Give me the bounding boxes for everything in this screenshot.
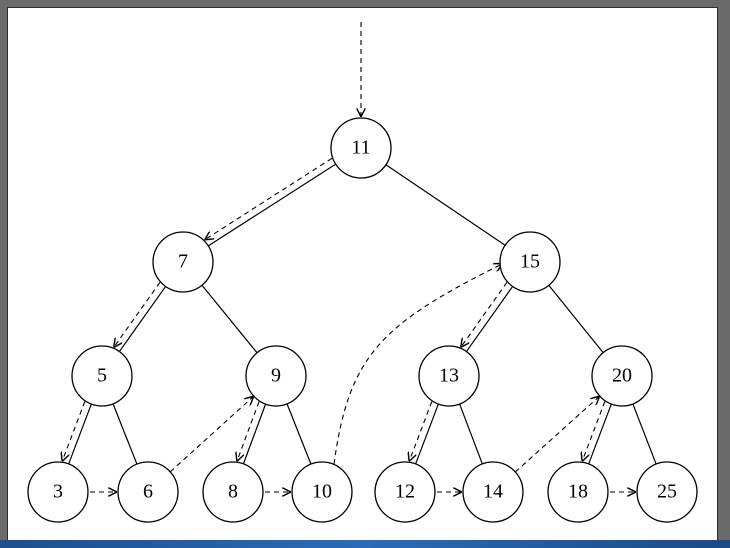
node-circle (636, 461, 698, 523)
traversal-arrow-n11-n7 (205, 157, 333, 239)
traversal-arrow-n15-n13 (461, 282, 508, 346)
tree-edge-n11-n15 (385, 164, 506, 246)
node-label: 11 (351, 137, 370, 159)
node-circle (71, 345, 133, 407)
node-circle (330, 117, 392, 179)
tree-node-25: 25 (636, 461, 698, 523)
node-label: 7 (178, 251, 188, 273)
tree-edge-n11-n7 (207, 163, 337, 247)
node-circle (245, 345, 307, 407)
node-circle (499, 231, 561, 293)
node-label: 14 (483, 481, 503, 503)
node-label: 10 (312, 481, 332, 503)
tree-node-7: 7 (152, 231, 214, 293)
tree-node-8: 8 (202, 461, 264, 523)
tree-node-13: 13 (418, 345, 480, 407)
node-label: 25 (657, 481, 677, 503)
tree-node-12: 12 (374, 461, 436, 523)
node-label: 9 (271, 365, 281, 387)
tree-edge-n20-n25 (632, 403, 657, 465)
node-circle (152, 231, 214, 293)
tree-node-5: 5 (71, 345, 133, 407)
tree-edge-n13-n12 (415, 403, 439, 465)
tree-edges (68, 163, 657, 465)
node-label: 18 (568, 481, 588, 503)
node-circle (547, 461, 609, 523)
traversal-arrow-n6-n9 (169, 397, 253, 473)
node-label: 3 (53, 481, 63, 503)
traversal-arrow-n9-n8 (237, 401, 260, 461)
tree-node-14: 14 (462, 461, 524, 523)
traversal-arrow-n5-n3 (62, 401, 86, 461)
tree-node-3: 3 (27, 461, 89, 523)
diagram-canvas (7, 7, 718, 542)
tree-edge-n7-n5 (118, 286, 167, 352)
tree-edge-n5-n6 (112, 403, 138, 465)
tree-edge-n9-n10 (286, 403, 312, 465)
node-circle (418, 345, 480, 407)
tree-node-10: 10 (291, 461, 353, 523)
node-circle (117, 461, 179, 523)
traversal-arrow-n10-n15 (333, 264, 502, 465)
node-circle (374, 461, 436, 523)
tree-nodes: 11 7 15 5 9 13 20 3 6 8 10 12 14 18 25 (27, 117, 698, 523)
traversal-arrow-n13-n12 (409, 401, 433, 461)
tree-edge-n20-n18 (588, 403, 612, 465)
node-label: 13 (439, 365, 459, 387)
node-circle (291, 461, 353, 523)
node-label: 15 (520, 251, 540, 273)
tree-node-15: 15 (499, 231, 561, 293)
traversal-arrow-n7-n5 (114, 282, 161, 346)
tree-edge-n7-n9 (201, 284, 258, 354)
tree-node-18: 18 (547, 461, 609, 523)
tree-edge-n5-n3 (68, 403, 92, 465)
tree-node-6: 6 (117, 461, 179, 523)
node-label: 6 (143, 481, 153, 503)
tree-edge-n15-n20 (548, 284, 604, 354)
node-circle (591, 345, 653, 407)
tree-edge-n9-n8 (242, 403, 267, 465)
tree-node-11: 11 (330, 117, 392, 179)
node-label: 5 (97, 365, 107, 387)
tree-node-20: 20 (591, 345, 653, 407)
node-label: 8 (228, 481, 238, 503)
traversal-arrow-n14-n20 (514, 397, 599, 473)
node-circle (462, 461, 524, 523)
node-label: 20 (612, 365, 632, 387)
traversal-arrows (62, 22, 635, 492)
node-circle (202, 461, 264, 523)
traversal-arrow-n20-n18 (582, 401, 606, 461)
tree-node-9: 9 (245, 345, 307, 407)
tree-edge-n13-n14 (459, 403, 483, 465)
node-circle (27, 461, 89, 523)
node-label: 12 (395, 481, 415, 503)
tree-edge-n15-n13 (465, 286, 514, 352)
taskbar-strip (0, 540, 730, 548)
